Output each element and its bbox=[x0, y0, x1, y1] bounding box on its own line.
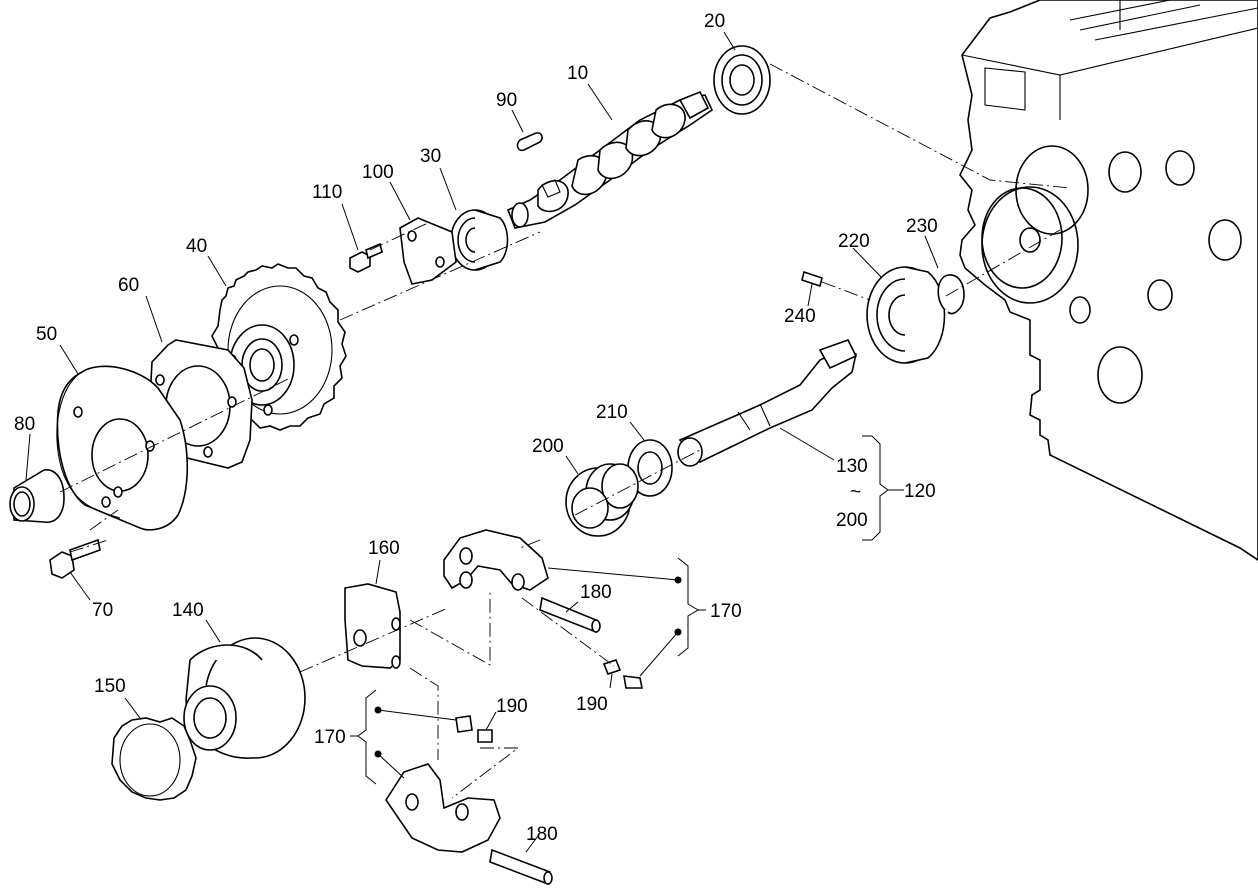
callout-60: 60 bbox=[118, 275, 139, 296]
callout-90: 90 bbox=[496, 90, 517, 111]
callout-180-bottom: 180 bbox=[526, 824, 558, 845]
pin-190-bottom bbox=[455, 715, 493, 743]
weight-bracket-170-bottom bbox=[385, 763, 501, 853]
pin-240 bbox=[801, 270, 823, 288]
callout-210: 210 bbox=[596, 402, 628, 423]
callout-30: 30 bbox=[420, 146, 441, 167]
assembly-center-lines bbox=[59, 63, 1071, 799]
pin-180-bottom bbox=[489, 848, 553, 886]
callout-20: 20 bbox=[704, 11, 725, 32]
engine-block bbox=[959, 0, 1258, 561]
callout-150: 150 bbox=[94, 676, 126, 697]
hub-140 bbox=[183, 637, 306, 759]
pulley-200 bbox=[565, 463, 639, 537]
callout-130-to: 200 bbox=[836, 510, 868, 531]
bushing-80 bbox=[9, 469, 65, 523]
callout-100: 100 bbox=[362, 162, 394, 183]
cover-50 bbox=[56, 365, 189, 531]
callout-220: 220 bbox=[838, 231, 870, 252]
group-brackets bbox=[350, 435, 904, 785]
bearing-220 bbox=[866, 266, 946, 364]
callout-170-top: 170 bbox=[710, 601, 742, 622]
callout-130: 130 bbox=[836, 456, 868, 477]
camshaft-10 bbox=[506, 90, 714, 229]
callout-190-bottom: 190 bbox=[496, 696, 528, 717]
callout-190-top: 190 bbox=[576, 694, 608, 715]
key-90 bbox=[516, 132, 543, 152]
bearing-20 bbox=[713, 45, 771, 115]
bearing-30 bbox=[450, 209, 509, 271]
callout-140: 140 bbox=[172, 600, 204, 621]
callout-160: 160 bbox=[368, 538, 400, 559]
bolt-70 bbox=[49, 538, 101, 579]
callout-labels: 20 10 90 30 100 110 40 60 50 80 70 220 2… bbox=[14, 11, 938, 845]
callout-180-top: 180 bbox=[580, 582, 612, 603]
callout-200: 200 bbox=[532, 436, 564, 457]
callout-10: 10 bbox=[567, 63, 588, 84]
callout-230: 230 bbox=[906, 216, 938, 237]
callout-120: 120 bbox=[904, 481, 936, 502]
weight-160 bbox=[344, 583, 401, 669]
callout-110: 110 bbox=[312, 182, 342, 203]
callout-70: 70 bbox=[92, 600, 113, 621]
bolt-110 bbox=[349, 242, 383, 273]
screw-190-top bbox=[602, 659, 643, 689]
weight-bracket-170-top bbox=[443, 529, 549, 591]
retainer-plate-100 bbox=[399, 217, 457, 285]
leader-lines bbox=[25, 31, 939, 853]
callout-80: 80 bbox=[14, 414, 35, 435]
callout-170-bottom: 170 bbox=[314, 727, 346, 748]
pin-180-top bbox=[539, 596, 601, 634]
snap-ring-230 bbox=[937, 274, 965, 315]
callout-240: 240 bbox=[784, 306, 816, 327]
callout-50: 50 bbox=[36, 324, 57, 345]
callout-40: 40 bbox=[186, 236, 207, 257]
shaft-130 bbox=[677, 339, 858, 467]
gear-150 bbox=[111, 717, 197, 801]
callout-130-tilde: ~ bbox=[850, 482, 861, 503]
